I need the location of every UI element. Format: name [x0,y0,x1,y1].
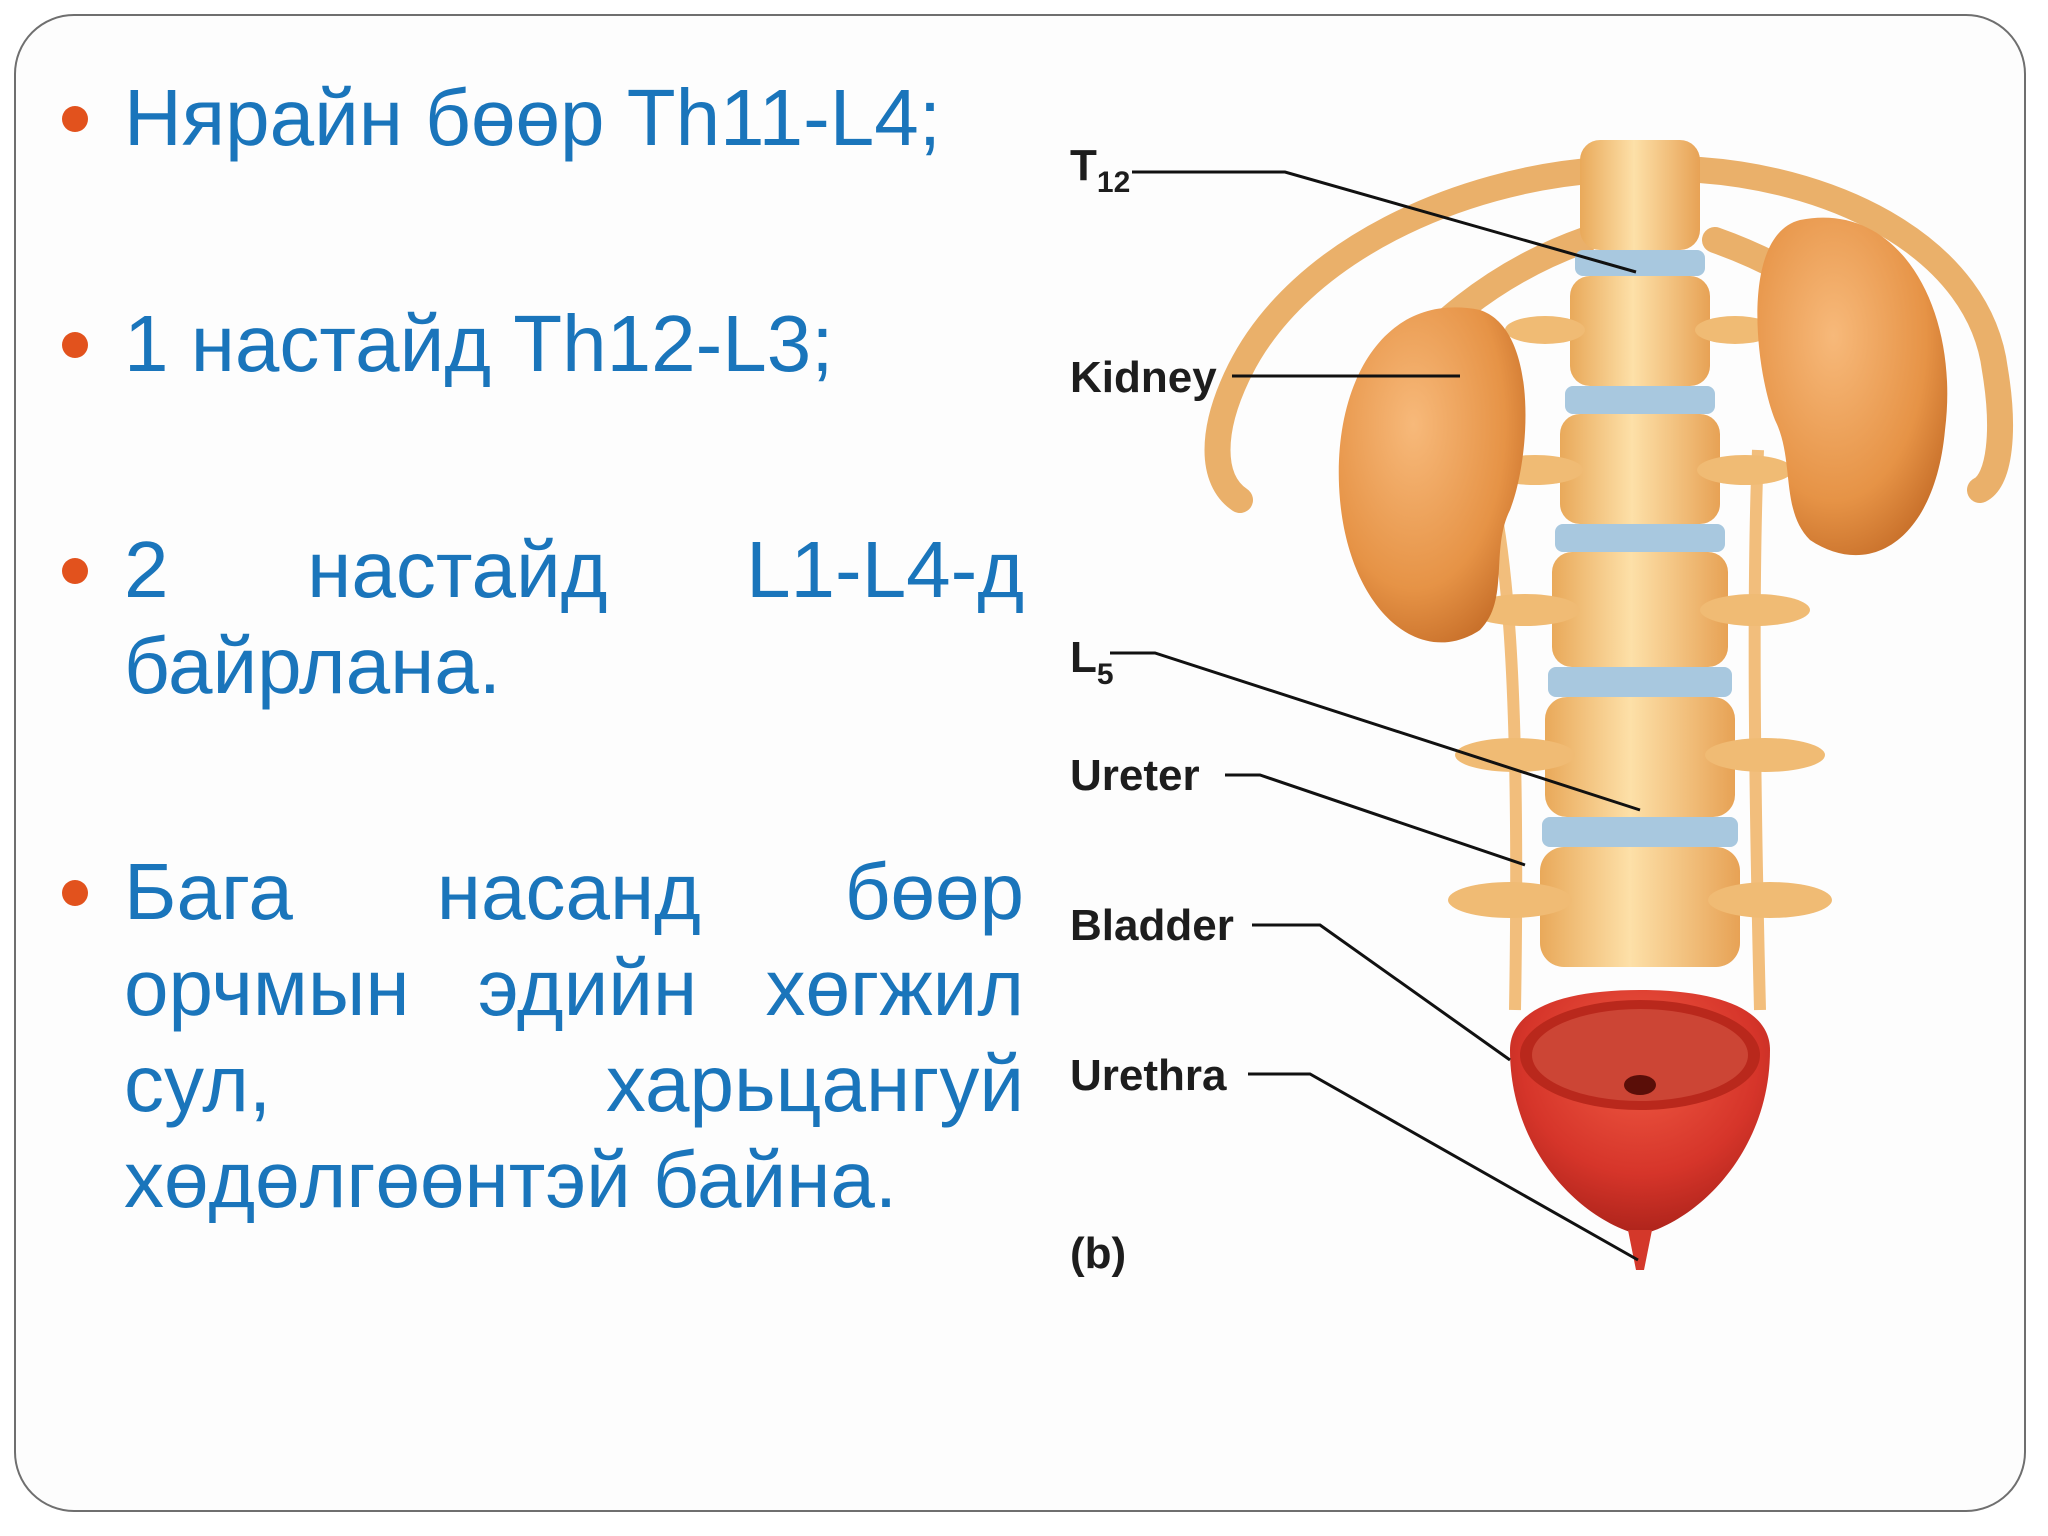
label-bladder: Bladder [1070,901,1234,950]
bullet-item: Нярайн бөөр Th11-L4; [62,70,1024,166]
label-l5: L5 [1070,633,1114,691]
bullet-text: 2 настайд L1-L4-д байрлана. [124,525,1024,710]
bullet-item: Бага насанд бөөр орчмын эдийн хөгжил сул… [62,844,1024,1228]
label-ureter: Ureter [1070,751,1200,800]
bullet-dot-icon [62,332,88,358]
bullet-item: 1 настайд Th12-L3; [62,296,1024,392]
bullet-dot-icon [62,106,88,132]
label-kidney: Kidney [1070,353,1217,402]
urinary-system-diagram: T12 Kidney L5 Ureter Bladder Urethra (b) [1040,110,2030,1350]
kidneys [1338,217,1948,643]
bullet-dot-icon [62,880,88,906]
leader-lines [1110,170,1641,1262]
label-t12: T12 [1070,141,1130,199]
bullet-text: Бага насанд бөөр орчмын эдийн хөгжил сул… [124,847,1024,1224]
label-urethra: Urethra [1070,1051,1227,1100]
bullet-item: 2 настайд L1-L4-д байрлана. [62,522,1024,714]
bullet-text: 1 настайд Th12-L3; [124,299,834,388]
bullet-dot-icon [62,558,88,584]
spine [1448,140,1832,967]
label-panel-b: (b) [1070,1229,1126,1278]
bullet-text: Нярайн бөөр Th11-L4; [124,73,941,162]
bladder [1510,990,1770,1270]
